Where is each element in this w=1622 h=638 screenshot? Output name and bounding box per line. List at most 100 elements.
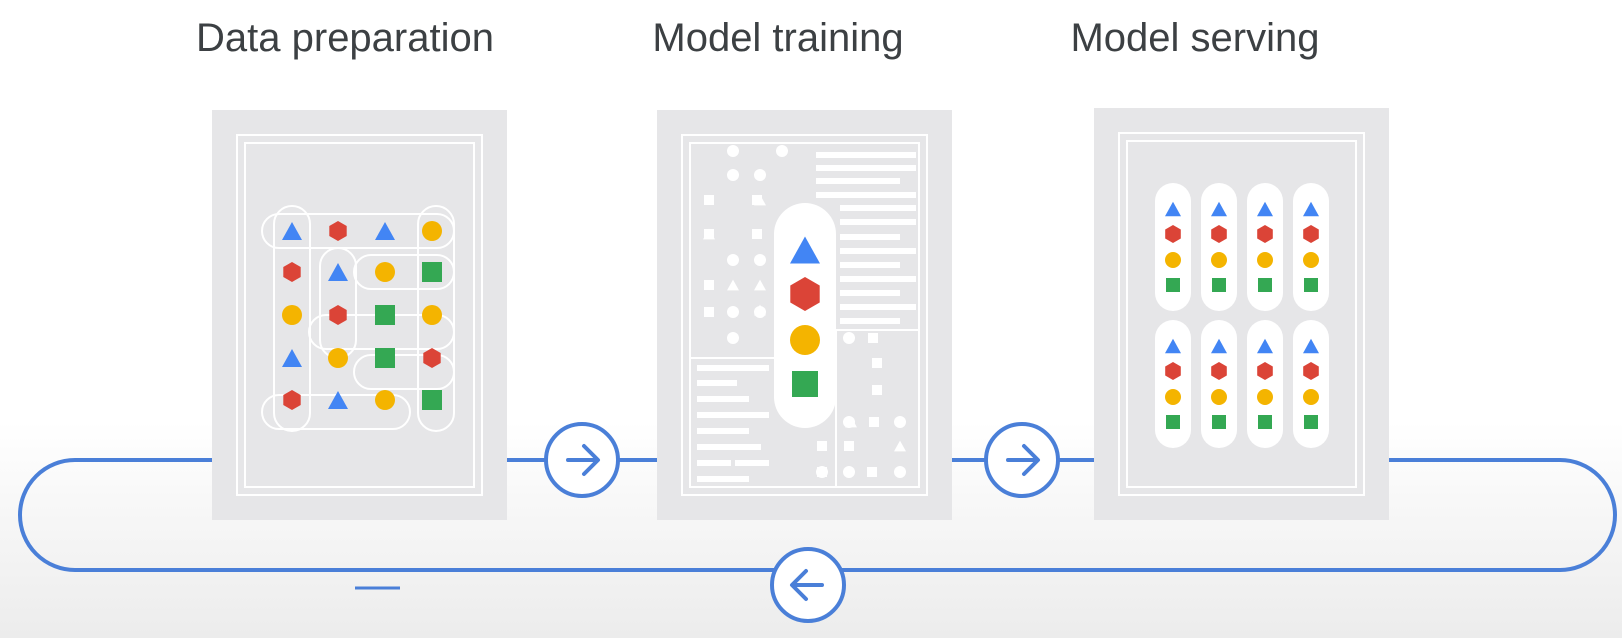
triangle-icon — [1165, 201, 1181, 217]
circle-icon — [843, 416, 855, 428]
prediction-column — [1247, 183, 1283, 311]
triangle-icon — [1211, 338, 1227, 354]
text-line — [697, 460, 731, 466]
circle-icon — [816, 466, 828, 478]
triangle-icon — [703, 228, 715, 240]
triangle-icon — [328, 263, 348, 281]
text-line — [840, 276, 916, 282]
text-line — [840, 219, 916, 225]
hexagon-icon — [1257, 225, 1273, 243]
hexagon-icon — [1165, 362, 1181, 380]
panel-model-serving — [1094, 108, 1389, 520]
square-icon — [844, 441, 854, 451]
circle-icon — [754, 254, 766, 266]
circle-icon — [1303, 389, 1319, 405]
triangle-icon — [727, 279, 739, 291]
square-icon — [375, 348, 395, 368]
circle-icon — [754, 169, 766, 181]
triangle-icon — [894, 440, 906, 452]
hexagon-icon — [1303, 225, 1319, 243]
square-icon — [1212, 415, 1226, 429]
square-icon — [1304, 278, 1318, 292]
prediction-column — [1155, 183, 1191, 311]
text-line — [697, 428, 749, 434]
square-icon — [375, 305, 395, 325]
square-icon — [1166, 278, 1180, 292]
square-icon — [422, 262, 442, 282]
square-icon — [752, 229, 762, 239]
square-icon — [869, 417, 879, 427]
data-grouping-outlines — [261, 205, 455, 432]
triangle-icon — [375, 222, 395, 240]
circle-icon — [1257, 389, 1273, 405]
square-icon — [1304, 415, 1318, 429]
square-icon — [1212, 278, 1226, 292]
circle-icon — [422, 305, 442, 325]
square-icon — [1258, 415, 1272, 429]
circle-icon — [727, 254, 739, 266]
workflow-loop-track — [18, 458, 1617, 572]
square-icon — [867, 467, 877, 477]
triangle-icon — [328, 391, 348, 409]
serving-prediction-columns — [1155, 183, 1329, 448]
circle-icon — [1303, 252, 1319, 268]
triangle-icon — [1211, 201, 1227, 217]
text-line — [697, 365, 769, 371]
prediction-column — [1155, 320, 1191, 448]
triangle-icon — [282, 222, 302, 240]
text-line — [697, 412, 769, 418]
square-icon — [817, 441, 827, 451]
text-line — [840, 304, 916, 310]
square-icon — [792, 371, 818, 397]
arrow-right-circle-icon — [984, 422, 1060, 498]
triangle-icon — [1303, 338, 1319, 354]
training-scattered-symbols — [690, 145, 919, 487]
circle-icon — [776, 145, 788, 157]
circle-icon — [282, 305, 302, 325]
circle-icon — [894, 416, 906, 428]
circle-icon — [727, 332, 739, 344]
circle-icon — [1257, 252, 1273, 268]
text-line — [840, 234, 900, 240]
data-preparation-shapes — [282, 221, 442, 410]
hexagon-icon — [283, 390, 301, 410]
arrow-left-circle-icon — [770, 547, 846, 623]
square-icon — [704, 280, 714, 290]
text-line — [816, 178, 900, 184]
hexagon-icon — [329, 305, 347, 325]
circle-icon — [727, 145, 739, 157]
text-line — [697, 444, 761, 450]
square-icon — [872, 385, 882, 395]
prediction-column — [1247, 320, 1283, 448]
square-icon — [868, 333, 878, 343]
triangle-icon — [1257, 338, 1273, 354]
stage-title-data-preparation: Data preparation — [196, 16, 494, 60]
circle-icon — [1211, 389, 1227, 405]
stage-title-model-training: Model training — [652, 16, 904, 60]
hexagon-icon — [1211, 225, 1227, 243]
circle-icon — [727, 306, 739, 318]
circle-icon — [1211, 252, 1227, 268]
text-line — [840, 290, 900, 296]
circle-icon — [422, 221, 442, 241]
text-line — [735, 460, 769, 466]
text-line — [697, 380, 737, 386]
hexagon-icon — [1257, 362, 1273, 380]
text-line — [840, 318, 900, 324]
circle-icon — [894, 466, 906, 478]
circle-icon — [1165, 389, 1181, 405]
prediction-column — [1293, 183, 1329, 311]
triangle-icon — [754, 279, 766, 291]
training-focus-pill — [774, 203, 836, 428]
prediction-column — [1201, 320, 1237, 448]
prediction-column — [1201, 183, 1237, 311]
arrow-right-circle-icon — [544, 422, 620, 498]
prediction-column — [1293, 320, 1329, 448]
circle-icon — [843, 466, 855, 478]
circle-icon — [843, 332, 855, 344]
hexagon-icon — [283, 262, 301, 282]
text-line — [816, 192, 916, 198]
circle-icon — [375, 390, 395, 410]
text-line — [697, 476, 749, 482]
